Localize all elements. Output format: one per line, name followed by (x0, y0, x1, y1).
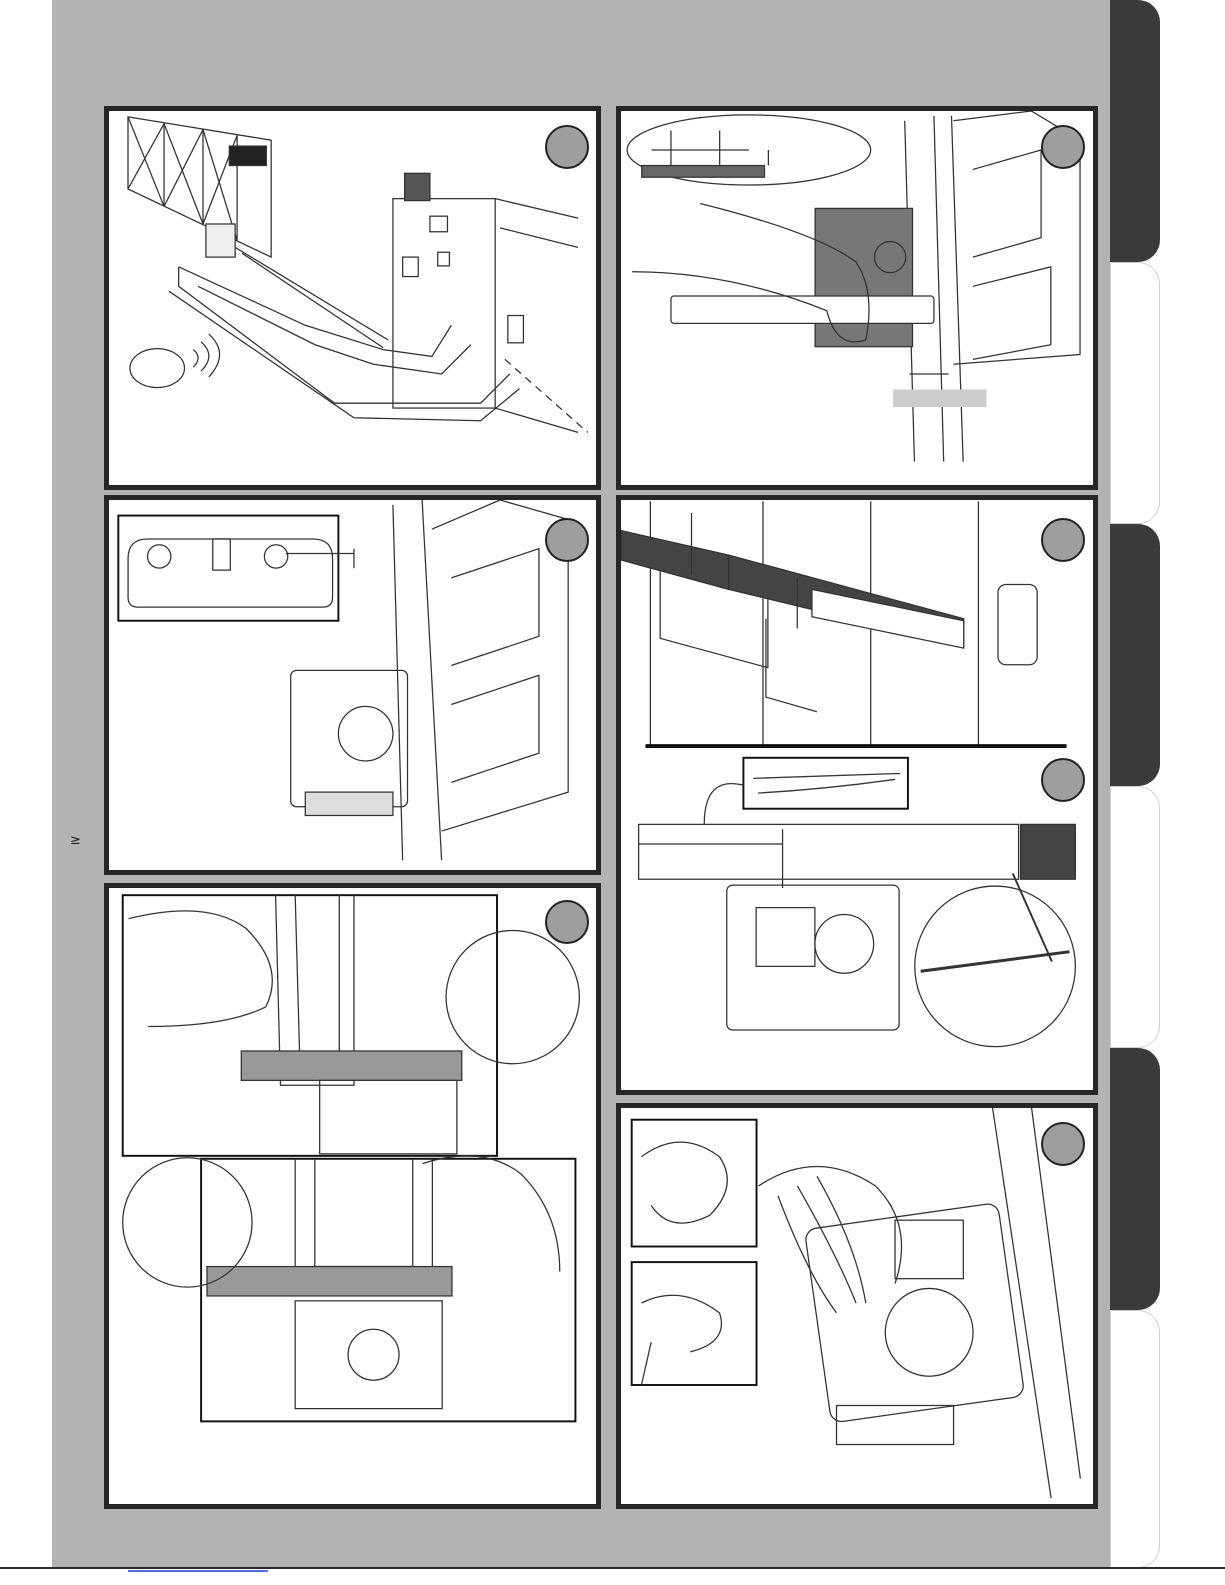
figure-panel-rack-mounting: ≥ (616, 495, 1098, 1095)
cover-removal-illustration (109, 888, 596, 1504)
step-badge-4 (1041, 518, 1085, 562)
figure-panel-cover-removal (104, 883, 601, 1509)
page-bottom-rule (0, 1567, 1225, 1569)
section-tab-4[interactable] (1110, 786, 1160, 1048)
figure-panel-motor-position (104, 495, 601, 875)
mounting-plate-illustration (621, 111, 1093, 485)
motor-position-illustration (109, 500, 596, 870)
step-badge-6 (1041, 758, 1085, 802)
step-badge-5 (545, 900, 589, 944)
rack-mounting-illustration (621, 500, 1093, 1090)
figure-panel-mounting-plate (616, 106, 1098, 490)
step-badge-2 (1041, 125, 1085, 169)
section-tab-3[interactable] (1110, 524, 1160, 786)
figure-panel-gate-overview (104, 106, 601, 490)
footer-link[interactable] (128, 1570, 268, 1572)
gate-overview-illustration (109, 111, 596, 485)
wiring-illustration (621, 1108, 1093, 1504)
section-tabs (1110, 0, 1160, 1585)
section-tab-5[interactable] (1110, 1048, 1160, 1310)
section-tab-2[interactable] (1110, 262, 1160, 524)
step-badge-3 (545, 518, 589, 562)
section-tab-6[interactable] (1110, 1310, 1160, 1568)
page-margin (0, 0, 52, 1568)
step-badge-7 (1041, 1122, 1085, 1166)
step-badge-1 (545, 125, 589, 169)
section-tab-1[interactable] (1110, 0, 1160, 262)
figure-panel-wiring (616, 1103, 1098, 1509)
